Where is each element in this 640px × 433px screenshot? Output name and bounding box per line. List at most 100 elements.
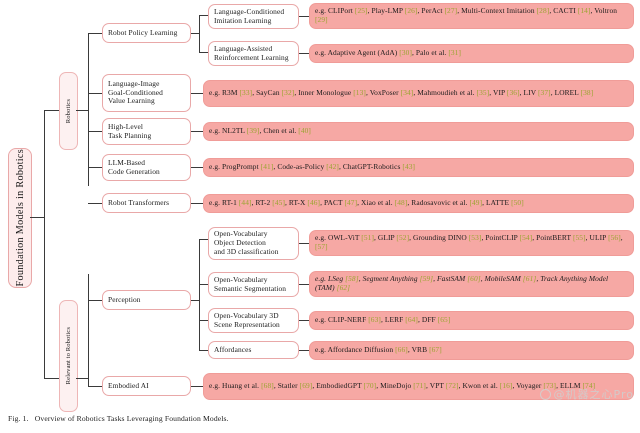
- examples-affordances[interactable]: e.g. Affordance Diffusion [66], VRB [67]: [309, 341, 634, 360]
- leader-robot-transformers-examples: [191, 203, 203, 204]
- citation-ref[interactable]: [44]: [238, 198, 252, 208]
- citation-ref[interactable]: [40]: [298, 126, 311, 136]
- category-label-language-conditioned-imitation-learning: Language-Conditioned Imitation Learning: [214, 6, 285, 25]
- citation-ref[interactable]: [39]: [246, 126, 260, 136]
- category-high-level-task-planning[interactable]: High-Level Task Planning: [102, 118, 191, 145]
- citation-ref[interactable]: [51]: [361, 233, 375, 243]
- examples-text-reinforcement-learning: e.g. Adaptive Agent (AdA) [30], Palo et …: [315, 48, 462, 58]
- citation-ref[interactable]: [57]: [315, 242, 328, 251]
- branch-label-robotics: Robotics: [65, 98, 72, 124]
- leader-scene-representation-examples: [299, 320, 309, 321]
- examples-semantic-segmentation[interactable]: e.g. LSeg [58], Segment Anything [59], F…: [309, 271, 634, 297]
- examples-text-scene-representation: e.g. CLIP-NERF [63], LERF [64], DFF [65]: [315, 315, 451, 325]
- citation-ref[interactable]: [68]: [261, 381, 274, 391]
- connector-relevant-out: [76, 378, 88, 379]
- citation-ref[interactable]: [74]: [582, 381, 596, 391]
- citation-ref[interactable]: [63]: [368, 315, 381, 325]
- citation-ref[interactable]: [13]: [353, 88, 366, 98]
- category-affordances[interactable]: Affordances: [208, 341, 299, 359]
- examples-value-learning[interactable]: e.g. R3M [33], SayCan [32], Inner Monolo…: [203, 80, 634, 107]
- citation-ref[interactable]: [48]: [394, 198, 408, 208]
- citation-ref[interactable]: [52]: [396, 233, 410, 243]
- citation-ref[interactable]: [26]: [404, 6, 418, 16]
- citation-ref[interactable]: [41]: [260, 162, 274, 172]
- citation-ref[interactable]: [64]: [405, 315, 418, 325]
- citation-ref[interactable]: [66]: [395, 345, 408, 355]
- examples-code-generation[interactable]: e.g. ProgPrompt [41], Code-as-Policy [42…: [203, 158, 634, 177]
- citation-ref[interactable]: [58]: [345, 274, 359, 284]
- category-label-open-vocabulary-object-detection: Open-Vocabulary Object Detection and 3D …: [214, 229, 279, 256]
- leader-imitation-examples: [299, 16, 309, 17]
- citation-ref[interactable]: [14]: [577, 6, 591, 16]
- examples-embodied-ai[interactable]: e.g. Huang et al. [68], Statler [69], Em…: [203, 373, 634, 400]
- citation-ref[interactable]: [70]: [363, 381, 377, 391]
- citation-ref[interactable]: [67]: [429, 345, 442, 355]
- citation-ref[interactable]: [25]: [354, 6, 368, 16]
- examples-imitation-learning[interactable]: e.g. CLIPort [25], Play-LMP [26], PerAct…: [309, 3, 634, 29]
- examples-text-code-generation: e.g. ProgPrompt [41], Code-as-Policy [42…: [209, 162, 416, 172]
- category-language-conditioned-imitation-learning[interactable]: Language-Conditioned Imitation Learning: [208, 4, 299, 29]
- citation-ref[interactable]: [34]: [400, 88, 414, 98]
- citation-ref[interactable]: [30]: [399, 48, 413, 58]
- examples-reinforcement-learning[interactable]: e.g. Adaptive Agent (AdA) [30], Palo et …: [309, 44, 634, 63]
- examples-text-imitation-learning: e.g. CLIPort [25], Play-LMP [26], PerAct…: [315, 6, 618, 24]
- citation-ref[interactable]: [53]: [468, 233, 482, 243]
- citation-ref[interactable]: [31]: [448, 48, 462, 58]
- category-label-robot-policy-learning: Robot Policy Learning: [108, 27, 178, 37]
- citation-ref[interactable]: [37]: [537, 88, 551, 98]
- stub-scene-representation: [199, 320, 208, 321]
- category-robot-policy-learning[interactable]: Robot Policy Learning: [102, 23, 191, 43]
- citation-ref[interactable]: [60]: [467, 274, 481, 284]
- watermark: @机器之心Pro: [539, 386, 634, 402]
- category-llm-based-code-generation[interactable]: LLM-Based Code Generation: [102, 154, 191, 181]
- category-language-image-value-learning[interactable]: Language-Image Goal-Conditioned Value Le…: [102, 74, 191, 112]
- branch-label-relevant-to-robotics: Relevant to Robotics: [65, 327, 72, 385]
- category-open-vocabulary-object-detection[interactable]: Open-Vocabulary Object Detection and 3D …: [208, 227, 299, 260]
- branch-node-robotics: Robotics: [59, 72, 78, 150]
- citation-ref[interactable]: [36]: [506, 88, 520, 98]
- branch-node-relevant-to-robotics: Relevant to Robotics: [59, 300, 78, 412]
- category-label-language-assisted-reinforcement-learning: Language-Assisted Reinforcement Learning: [214, 43, 289, 62]
- citation-ref[interactable]: [45]: [272, 198, 286, 208]
- citation-ref[interactable]: [65]: [437, 315, 451, 325]
- citation-ref[interactable]: [69]: [299, 381, 313, 391]
- citation-ref[interactable]: [56]: [608, 233, 621, 243]
- citation-ref[interactable]: [71]: [413, 381, 426, 391]
- category-open-vocabulary-semantic-segmentation[interactable]: Open-Vocabulary Semantic Segmentation: [208, 272, 299, 297]
- examples-robot-transformers[interactable]: e.g. RT-1 [44], RT-2 [45], RT-X [46], PA…: [203, 194, 634, 213]
- citation-ref[interactable]: [27]: [444, 6, 458, 16]
- citation-ref[interactable]: [32]: [281, 88, 295, 98]
- examples-task-planning[interactable]: e.g. NL2TL [39], Chen et al. [40]: [203, 122, 634, 141]
- citation-ref[interactable]: [43]: [402, 162, 416, 172]
- citation-ref[interactable]: [47]: [344, 198, 358, 208]
- bus-relevant: [88, 274, 89, 387]
- citation-ref[interactable]: [29]: [315, 15, 328, 24]
- citation-ref[interactable]: [50]: [511, 198, 524, 208]
- category-language-assisted-reinforcement-learning[interactable]: Language-Assisted Reinforcement Learning: [208, 41, 299, 66]
- citation-ref[interactable]: [59]: [419, 274, 434, 284]
- citation-ref[interactable]: [61]: [522, 274, 537, 284]
- citation-ref[interactable]: [55]: [572, 233, 586, 243]
- citation-ref[interactable]: [62]: [336, 283, 351, 292]
- leader-object-detection-examples: [299, 243, 309, 244]
- category-perception[interactable]: Perception: [102, 290, 191, 310]
- examples-scene-representation[interactable]: e.g. CLIP-NERF [63], LERF [64], DFF [65]: [309, 311, 634, 330]
- citation-ref[interactable]: [49]: [469, 198, 483, 208]
- citation-ref[interactable]: [33]: [239, 88, 253, 98]
- citation-ref[interactable]: [35]: [476, 88, 490, 98]
- connector-robotics-out: [76, 110, 88, 111]
- category-label-high-level-task-planning: High-Level Task Planning: [108, 121, 152, 140]
- category-robot-transformers[interactable]: Robot Transformers: [102, 193, 191, 213]
- citation-ref[interactable]: [54]: [519, 233, 533, 243]
- citation-ref[interactable]: [46]: [307, 198, 321, 208]
- citation-ref[interactable]: [38]: [580, 88, 594, 98]
- citation-ref[interactable]: [72]: [445, 381, 459, 391]
- category-open-vocabulary-3d-scene-representation[interactable]: Open-Vocabulary 3D Scene Representation: [208, 308, 299, 333]
- citation-ref[interactable]: [73]: [543, 381, 557, 391]
- citation-ref[interactable]: [42]: [326, 162, 339, 172]
- citation-ref[interactable]: [28]: [536, 6, 550, 16]
- examples-object-detection[interactable]: e.g. OWL-ViT [51], GLIP [52], Grounding …: [309, 230, 634, 256]
- category-embodied-ai[interactable]: Embodied AI: [102, 376, 191, 396]
- citation-ref[interactable]: [16]: [499, 381, 513, 391]
- examples-text-semantic-segmentation: e.g. LSeg [58], Segment Anything [59], F…: [315, 274, 609, 292]
